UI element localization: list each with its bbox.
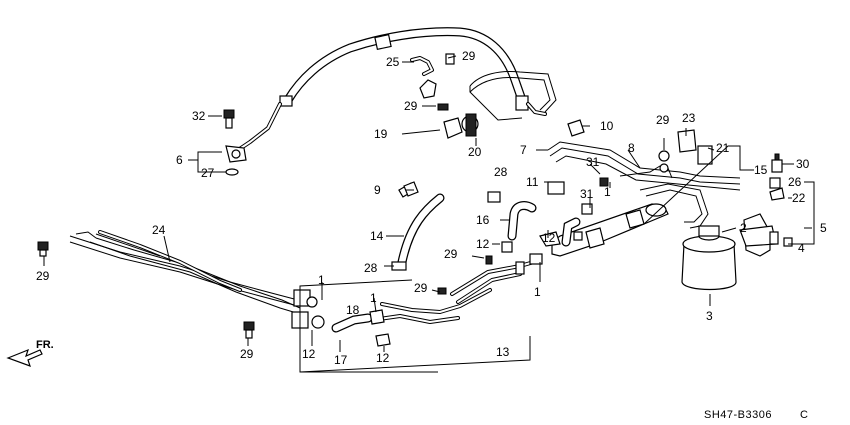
callout-11: 11: [526, 175, 539, 189]
callout-1d: 1: [370, 291, 377, 305]
power-steering-cooler: [551, 203, 669, 257]
callout-25: 25: [386, 55, 400, 69]
front-direction-label: FR.: [36, 339, 54, 351]
callout-32: 32: [192, 109, 206, 123]
callout-31b: 31: [580, 187, 594, 201]
suction-hose-14: [391, 182, 445, 271]
callout-2: 2: [740, 221, 747, 235]
callout-13: 13: [496, 345, 510, 359]
feed-tubes: [370, 253, 543, 324]
callout-29e: 29: [414, 281, 428, 295]
callout-12d: 12: [376, 351, 390, 365]
hose-17-18: [331, 309, 391, 347]
callout-10: 10: [600, 119, 614, 133]
fasteners-right: [658, 129, 785, 201]
callout-20: 20: [468, 145, 482, 159]
callout-1a: 1: [604, 185, 611, 199]
diagram-code-text: SH47-B3306: [704, 409, 772, 421]
callout-29g: 29: [240, 347, 254, 361]
callout-28b: 28: [364, 261, 378, 275]
callout-3: 3: [706, 309, 713, 323]
bolts-left: [37, 109, 255, 339]
fluid-reservoir: [681, 213, 793, 291]
callout-8: 8: [628, 141, 635, 155]
callout-12a: 12: [542, 231, 556, 245]
diagram-code: SH47-B3306 C: [704, 409, 808, 421]
callout-23: 23: [682, 111, 696, 125]
callout-31a: 31: [586, 155, 600, 169]
return-tube-bracket: [410, 56, 557, 121]
callout-29f: 29: [36, 269, 50, 283]
callout-15: 15: [754, 163, 768, 177]
callout-29a: 29: [462, 49, 476, 63]
callout-numbers: 32 6 27 25 29 29 19 20 10 7 8 31 11 1 31…: [36, 49, 827, 367]
callout-29d: 29: [444, 247, 458, 261]
callout-21: 21: [716, 141, 730, 155]
callout-17: 17: [334, 353, 348, 367]
callout-6: 6: [176, 153, 183, 167]
callout-22: 22: [792, 191, 806, 205]
callout-7: 7: [520, 143, 527, 157]
callout-27: 27: [201, 166, 215, 180]
callout-29b: 29: [404, 99, 418, 113]
callout-29c: 29: [656, 113, 670, 127]
hose-16: [507, 201, 593, 247]
clamp-hardware-top: [437, 53, 585, 139]
callout-28a: 28: [494, 165, 508, 179]
callout-26: 26: [788, 175, 802, 189]
callout-4: 4: [798, 241, 805, 255]
callout-16: 16: [476, 213, 490, 227]
callout-5: 5: [820, 221, 827, 235]
steering-rack: [69, 230, 325, 329]
callout-24: 24: [152, 223, 166, 237]
high-pressure-hose: [225, 27, 547, 163]
front-direction-arrow: FR.: [6, 339, 54, 367]
diagram-code-suffix: C: [800, 409, 808, 421]
callout-1c: 1: [318, 273, 325, 287]
callout-1b: 1: [534, 285, 541, 299]
callout-30: 30: [796, 157, 810, 171]
callout-9: 9: [374, 183, 381, 197]
callout-14: 14: [370, 229, 384, 243]
callout-19: 19: [374, 127, 388, 141]
leader-lines: [43, 55, 815, 373]
callout-12b: 12: [476, 237, 490, 251]
callout-12c: 12: [302, 347, 316, 361]
callout-18: 18: [346, 303, 360, 317]
